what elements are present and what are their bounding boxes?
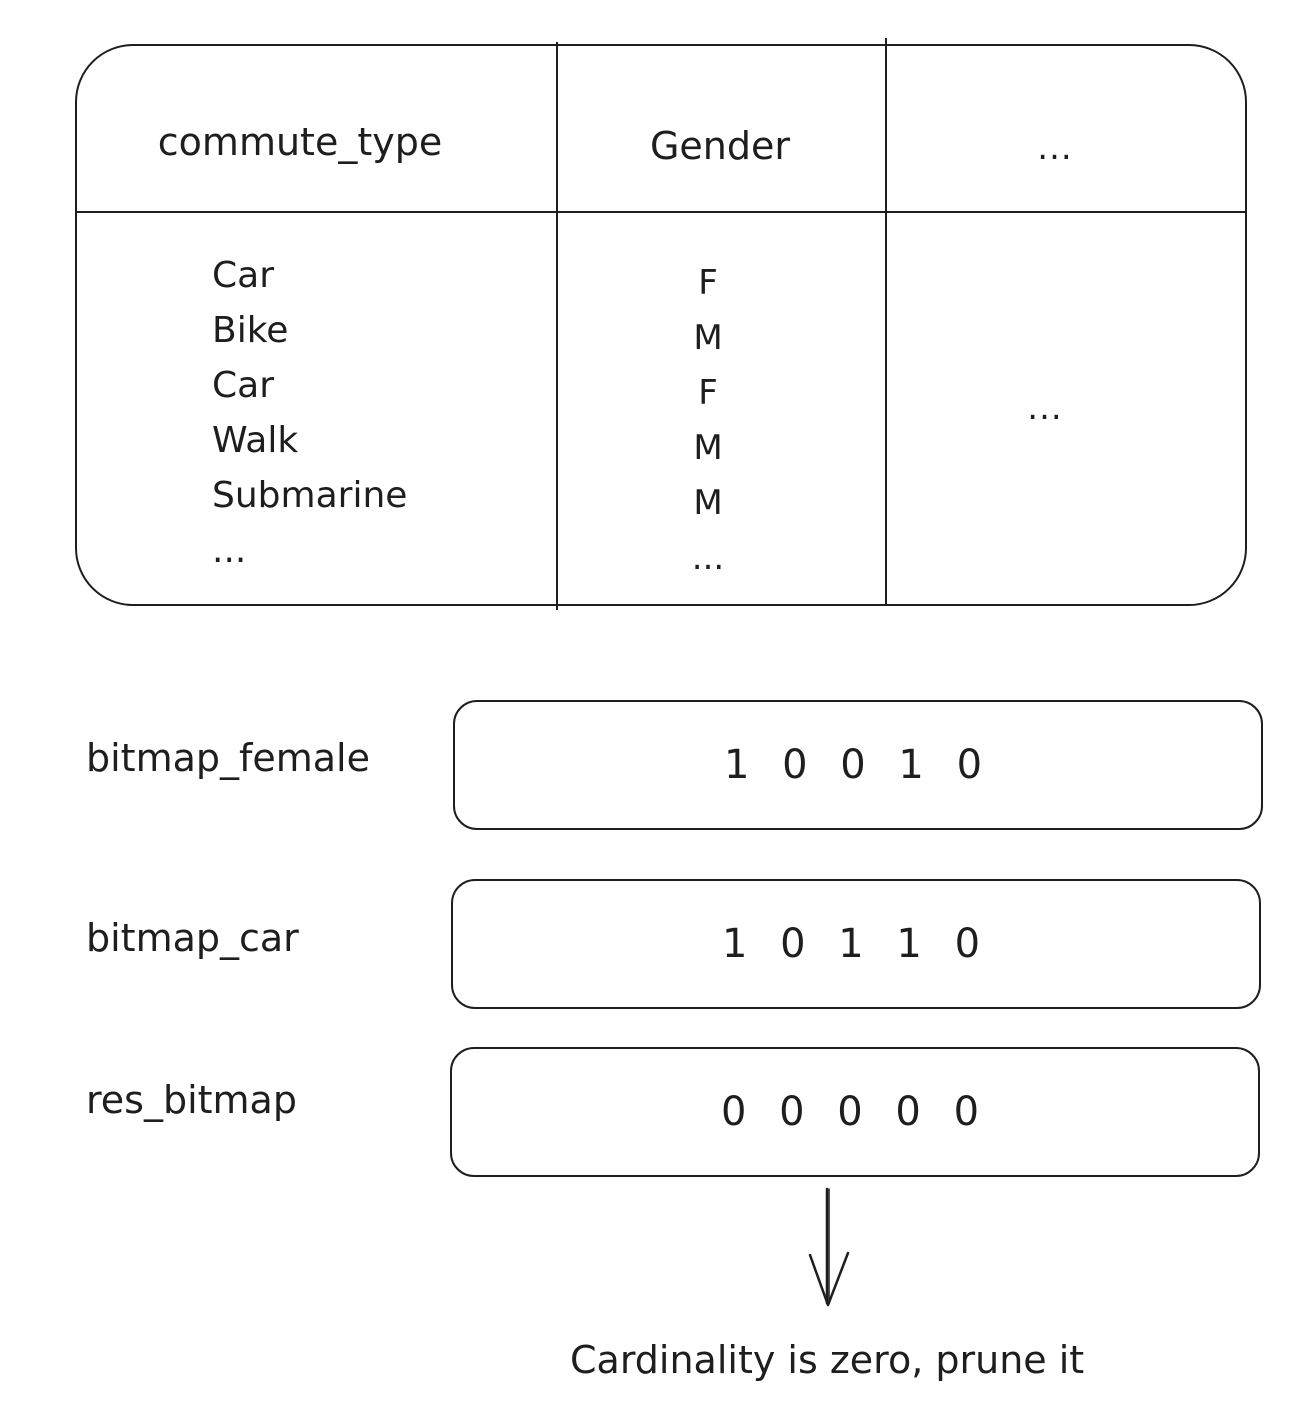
list-item: Walk <box>212 420 299 461</box>
list-item: Car <box>212 365 274 406</box>
bitmap-car-value: 1 0 1 1 0 <box>721 921 991 967</box>
down-arrow-icon <box>808 1187 850 1307</box>
res-bitmap-value: 0 0 0 0 0 <box>720 1089 990 1135</box>
bitmap-female-box: 1 0 0 1 0 <box>453 700 1263 830</box>
gender-column: F M F M M ... <box>678 256 738 586</box>
table-header-divider <box>77 211 1245 213</box>
caption: Cardinality is zero, prune it <box>570 1338 1085 1382</box>
res-bitmap-label: res_bitmap <box>86 1078 297 1122</box>
bitmap-female-label: bitmap_female <box>86 736 370 780</box>
list-item: F <box>698 263 718 303</box>
bitmap-female-value: 1 0 0 1 0 <box>723 742 993 788</box>
list-item: M <box>693 318 723 358</box>
list-item: M <box>693 428 723 468</box>
data-table <box>75 44 1247 606</box>
more-column-values: ... <box>1027 388 1063 428</box>
list-item: F <box>698 373 718 413</box>
res-bitmap-box: 0 0 0 0 0 <box>450 1047 1260 1177</box>
header-commute-type: commute_type <box>157 120 443 164</box>
list-item: ... <box>691 538 725 578</box>
header-gender: Gender <box>649 124 791 168</box>
header-more-columns: ... <box>1037 128 1073 168</box>
bitmap-car-box: 1 0 1 1 0 <box>451 879 1261 1009</box>
table-column-divider-1 <box>556 42 558 610</box>
list-item: Submarine <box>212 475 408 516</box>
list-item: Car <box>212 255 274 296</box>
list-item: Bike <box>212 310 289 351</box>
list-item: M <box>693 483 723 523</box>
table-column-divider-2 <box>885 38 887 606</box>
bitmap-car-label: bitmap_car <box>86 916 299 960</box>
commute-type-column: Car Bike Car Walk Submarine ... <box>212 248 407 578</box>
list-item: ... <box>212 530 247 571</box>
